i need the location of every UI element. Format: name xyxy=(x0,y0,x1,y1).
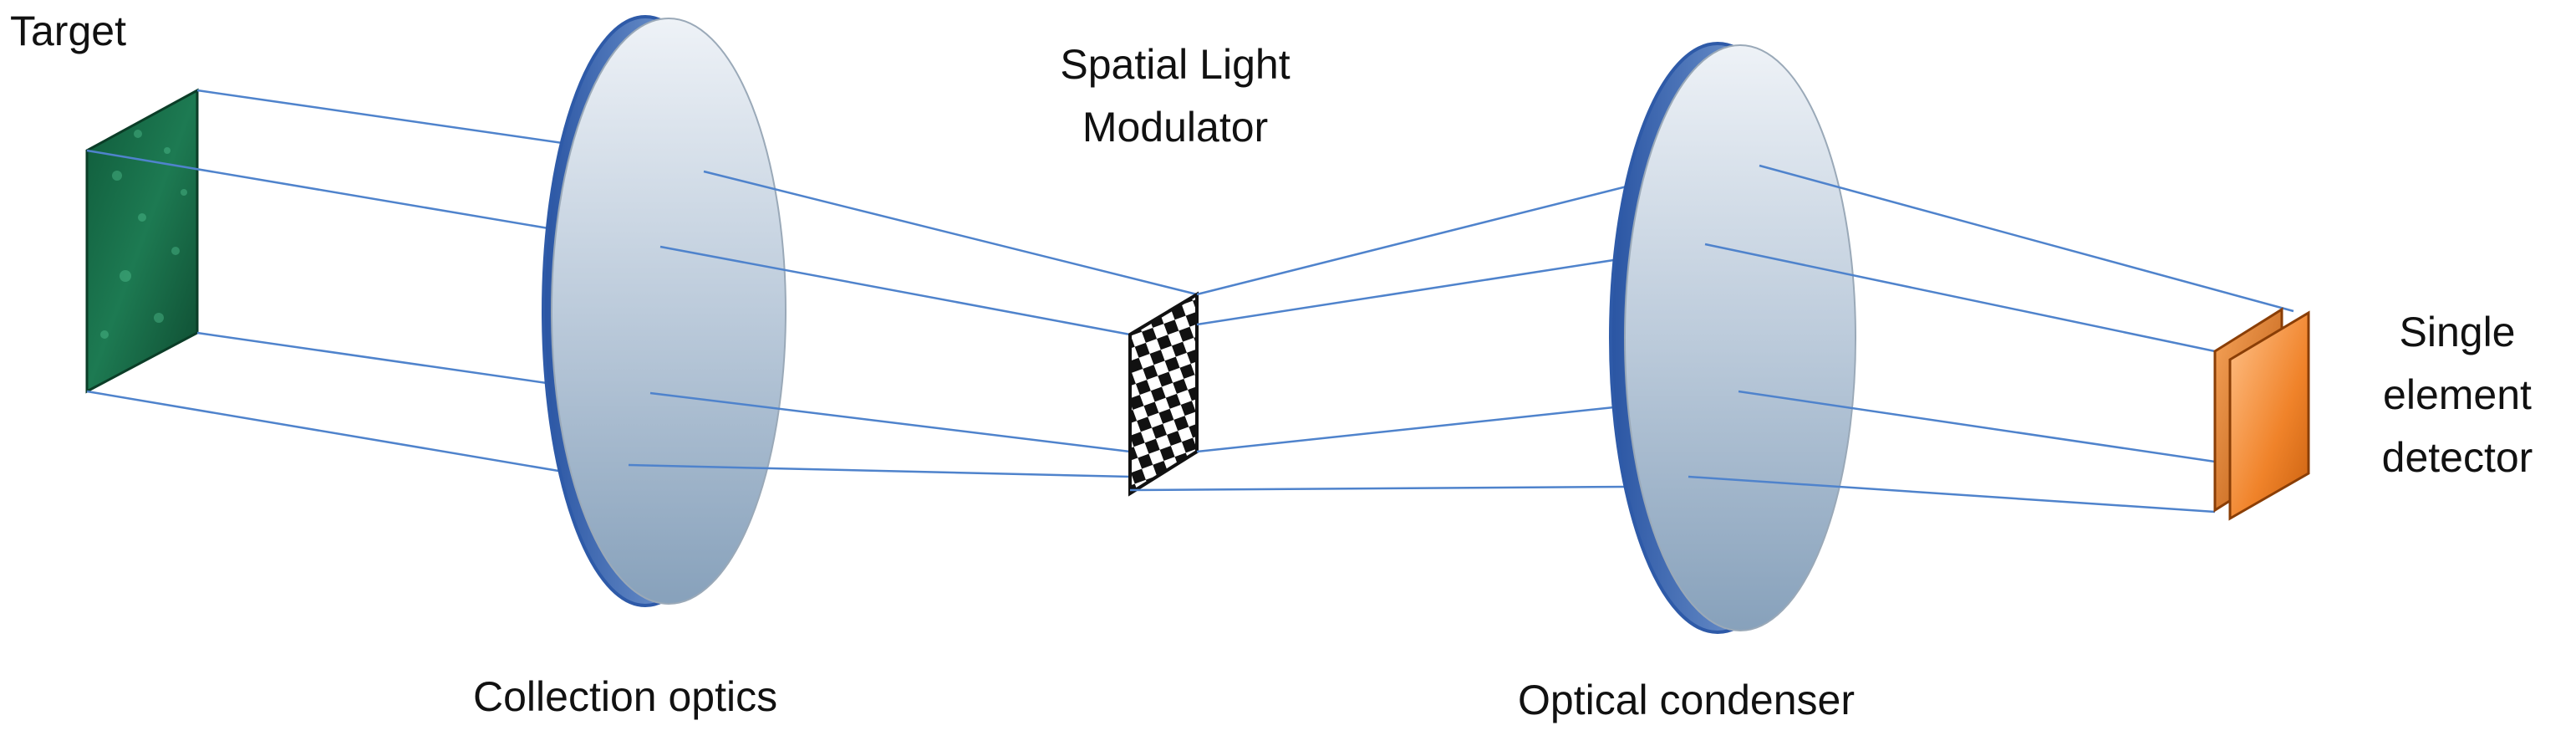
detector-label: Single element detector xyxy=(2357,301,2558,489)
target-plane xyxy=(85,88,199,394)
rays-condenser-to-detector xyxy=(1688,164,2294,514)
spatial-light-modulator xyxy=(1128,291,1199,497)
target-label: Target xyxy=(10,8,126,54)
slm-label-line2: Modulator xyxy=(1082,104,1269,151)
collection-lens xyxy=(542,15,787,607)
collection-optics-label: Collection optics xyxy=(473,673,778,720)
detector-label-line3: detector xyxy=(2381,434,2533,481)
optical-condenser-label: Optical condenser xyxy=(1518,677,1856,723)
rays-target-to-collection xyxy=(86,89,569,474)
rays-slm-to-condenser xyxy=(1129,184,1631,492)
condenser-lens xyxy=(1609,42,1856,634)
single-element-detector xyxy=(2213,307,2310,521)
slm-label: Spatial Light Modulator xyxy=(1025,33,1326,159)
slm-label-line1: Spatial Light xyxy=(1060,41,1291,88)
detector-label-line1: Single xyxy=(2399,309,2516,355)
rays-collection-to-slm xyxy=(628,170,1198,478)
detector-label-line2: element xyxy=(2383,371,2532,418)
